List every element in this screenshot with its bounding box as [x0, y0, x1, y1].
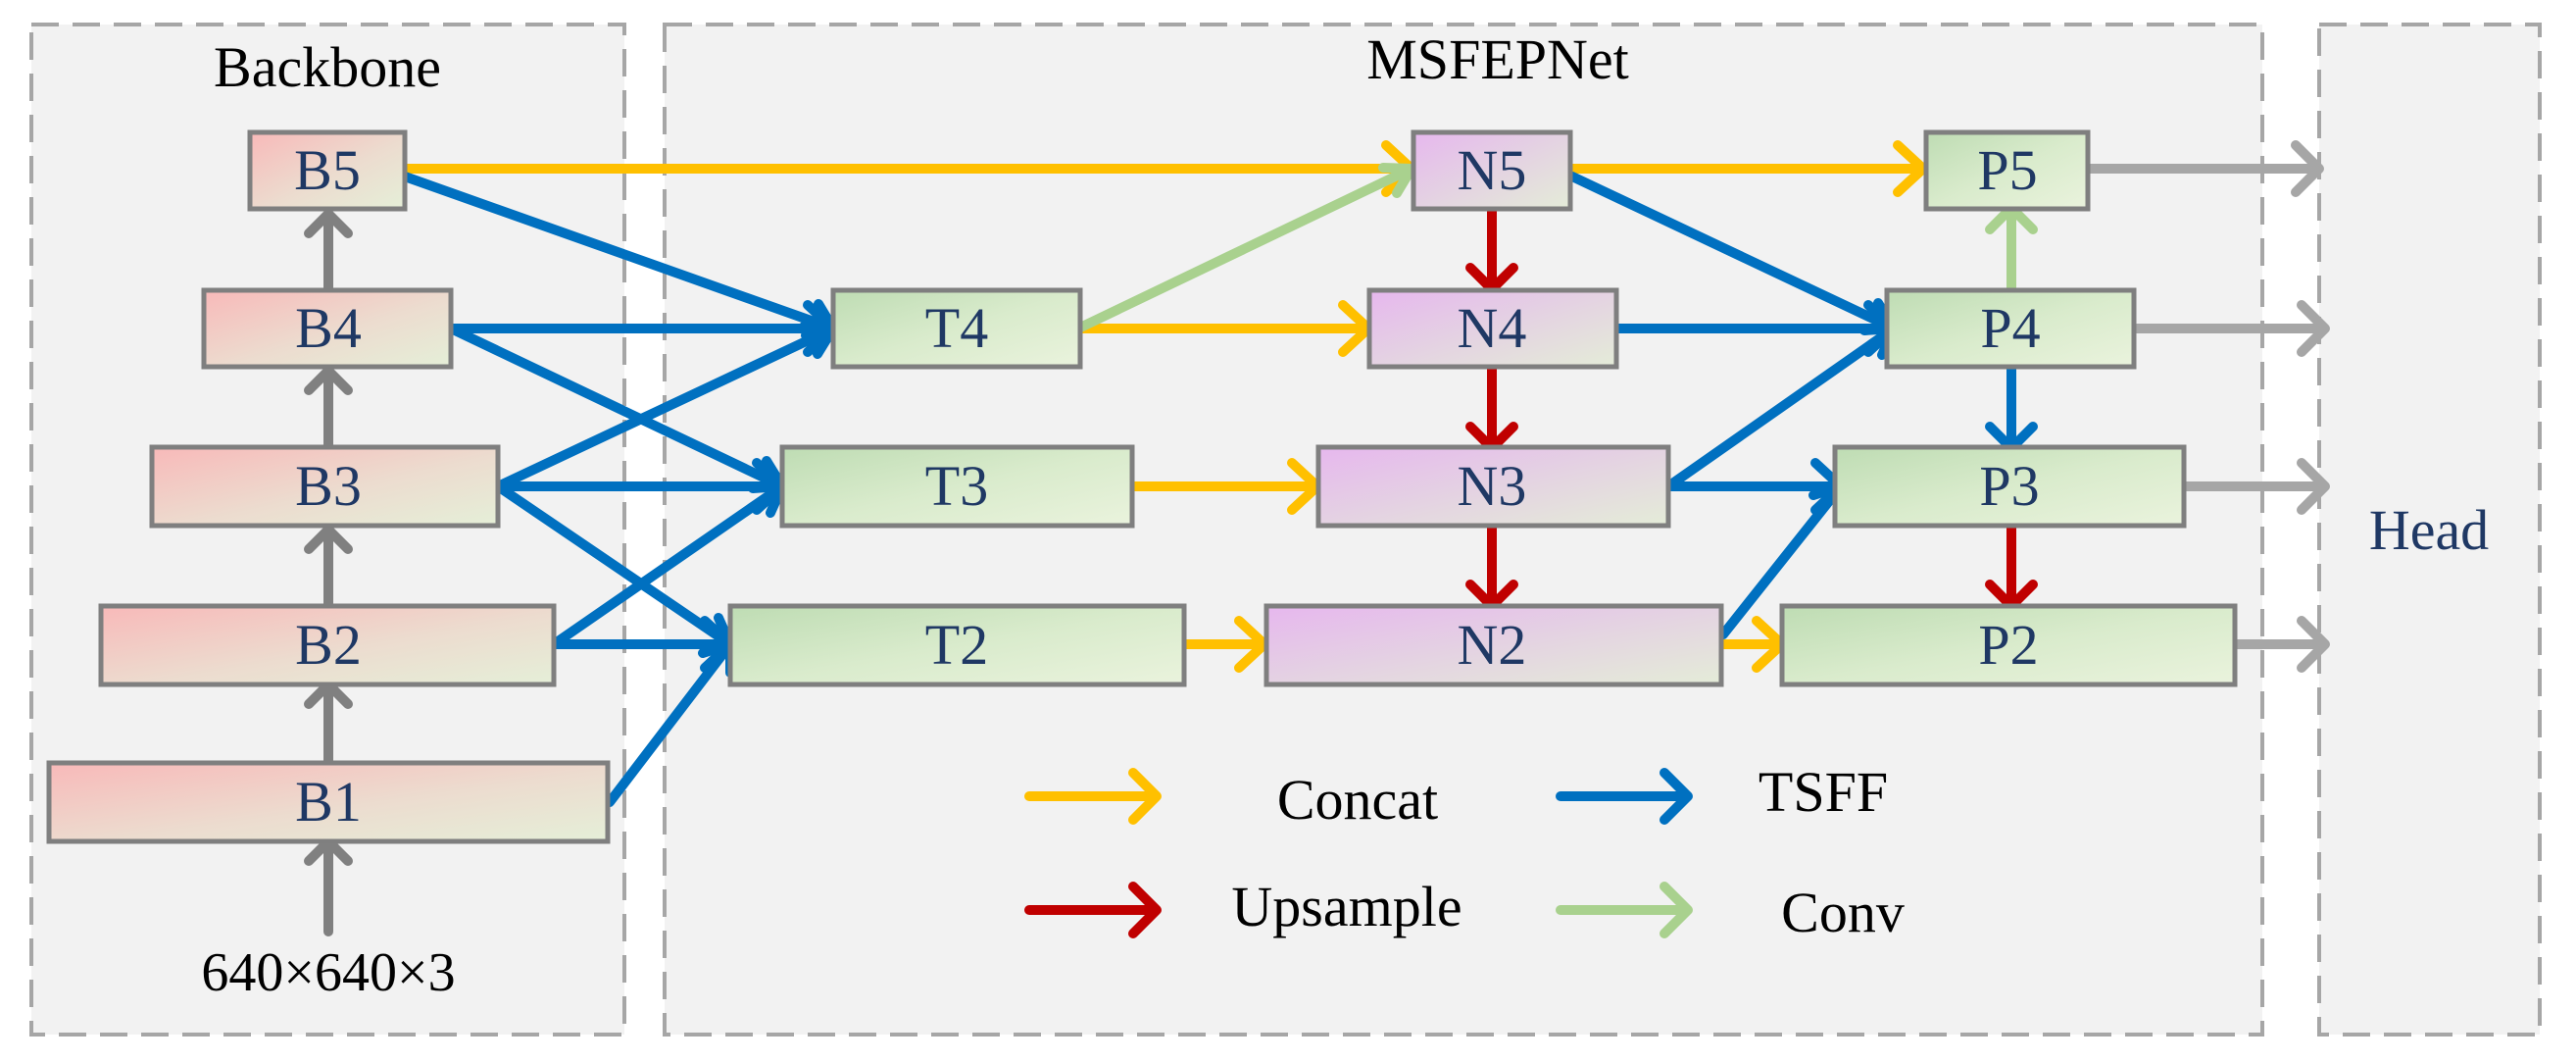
node-b1-label: B1 [295, 770, 362, 834]
node-b3: B3 [149, 444, 501, 529]
msfepnet-title: MSFEPNet [1366, 27, 1629, 91]
node-p5: P5 [1923, 129, 2091, 212]
backbone-nodes: B1 B2 B3 B4 B5 640×640×3 [46, 129, 611, 1003]
legend-conv-arrow [1556, 882, 1693, 938]
node-b4-label: B4 [295, 296, 362, 360]
head-title: Head [2369, 498, 2489, 562]
node-p3: P3 [1832, 444, 2187, 529]
node-b5-label: B5 [294, 138, 361, 202]
node-t4-label: T4 [925, 296, 988, 360]
legend-conv-label: Conv [1781, 881, 1905, 944]
legend-upsample-arrow [1024, 882, 1162, 938]
arrow-p3-to-head [2181, 458, 2330, 515]
node-p4: P4 [1884, 287, 2137, 370]
node-p5-label: P5 [1977, 138, 2037, 202]
legend: Concat TSFF Upsample Conv [1024, 760, 1905, 944]
arrow-b2-to-b3 [304, 525, 353, 611]
node-n5: N5 [1411, 129, 1573, 212]
node-p4-label: P4 [1980, 296, 2040, 360]
node-t3-label: T3 [925, 454, 988, 518]
input-size-label: 640×640×3 [201, 942, 455, 1003]
node-t2-label: T2 [925, 613, 988, 677]
node-p2-label: P2 [1978, 613, 2038, 677]
head-panel: Head [2317, 23, 2542, 1037]
node-t3: T3 [779, 444, 1135, 529]
legend-tsff-arrow [1556, 768, 1693, 825]
legend-conv: Conv [1556, 881, 1905, 944]
node-n2-label: N2 [1458, 613, 1527, 677]
node-t2: T2 [727, 603, 1187, 687]
legend-concat: Concat [1024, 768, 1438, 832]
node-n4-label: N4 [1458, 296, 1527, 360]
backbone-title: Backbone [214, 35, 441, 99]
arrow-n5-to-p5 [1567, 140, 1928, 197]
legend-tsff-label: TSFF [1759, 760, 1888, 824]
node-b2: B2 [98, 603, 557, 687]
legend-upsample: Upsample [1024, 875, 1462, 938]
arrow-b3-to-b4 [304, 366, 353, 451]
node-b2-label: B2 [295, 613, 362, 677]
node-b5: B5 [247, 129, 408, 212]
n-nodes: N5 N4 N3 N2 [1263, 129, 1724, 687]
node-n5-label: N5 [1458, 138, 1527, 202]
p-nodes: P5 P4 P3 P2 [1779, 129, 2238, 687]
arrow-b4-to-b5 [304, 209, 353, 295]
arrow-p5-to-head [2085, 140, 2324, 197]
node-n3: N3 [1315, 444, 1671, 529]
node-b4: B4 [201, 287, 454, 370]
node-t4: T4 [830, 287, 1083, 370]
node-p3-label: P3 [1979, 454, 2039, 518]
node-b1: B1 [46, 760, 611, 844]
t-nodes: T4 T3 T2 [727, 287, 1187, 687]
node-p2: P2 [1779, 603, 2238, 687]
node-n4: N4 [1366, 287, 1619, 370]
node-n2: N2 [1263, 603, 1724, 687]
node-b3-label: B3 [295, 454, 362, 518]
legend-tsff: TSFF [1556, 760, 1888, 825]
legend-upsample-label: Upsample [1231, 875, 1461, 938]
legend-concat-arrow [1024, 768, 1162, 825]
node-n3-label: N3 [1458, 454, 1527, 518]
arrow-p2-to-head [2232, 616, 2330, 673]
legend-concat-label: Concat [1277, 768, 1438, 832]
arrow-p4-to-head [2130, 300, 2330, 357]
